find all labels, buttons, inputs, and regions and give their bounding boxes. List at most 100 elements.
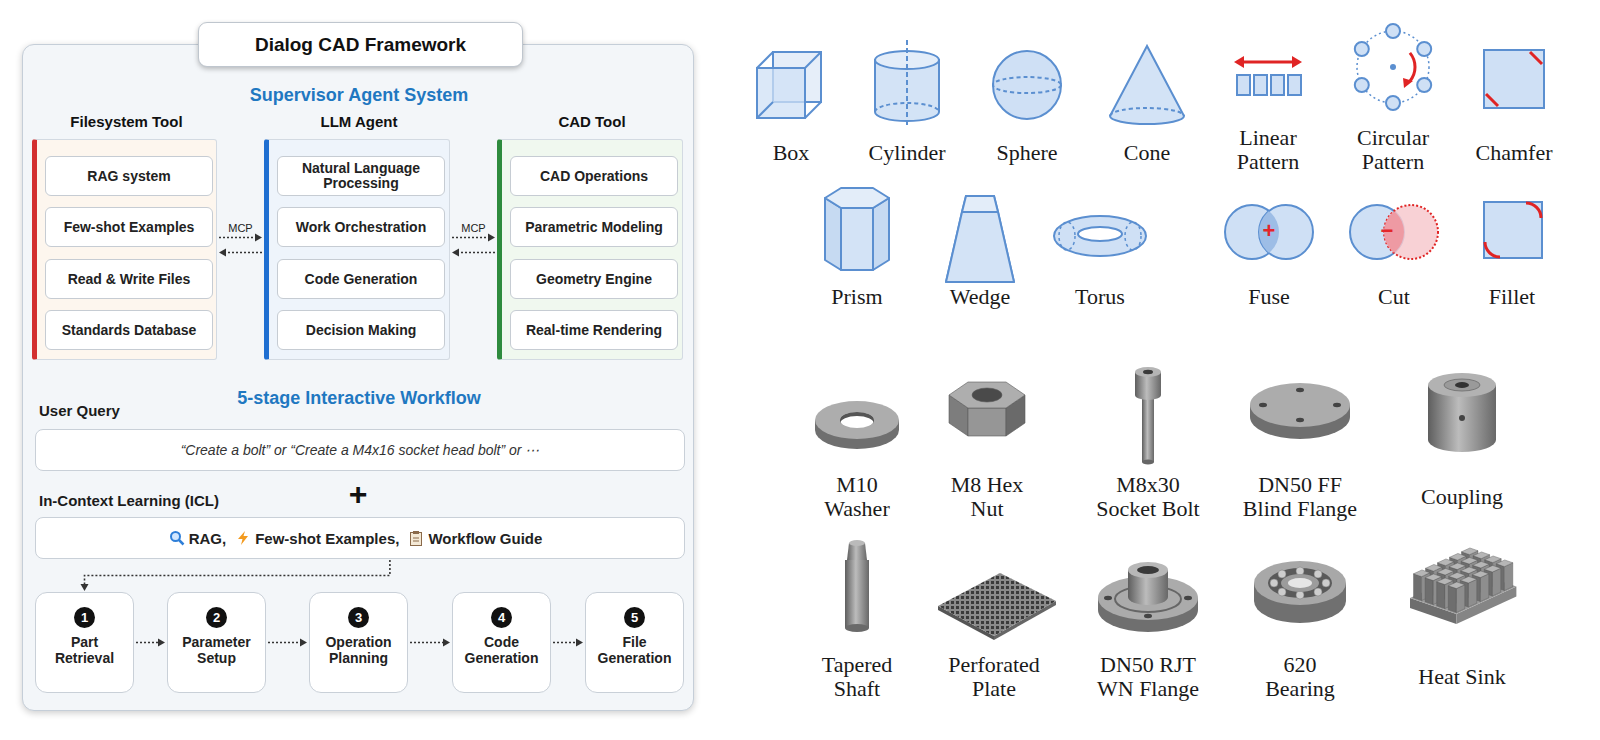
- connector-line: [458, 252, 495, 254]
- section-heading: 5-stage Interactive Workflow: [237, 388, 481, 409]
- tapered-shaft-render: [845, 540, 869, 632]
- arrowhead: [300, 639, 307, 647]
- operation-name: Torus: [1075, 285, 1125, 309]
- fillet-icon-part: [1484, 202, 1542, 258]
- part-name: M10 Washer: [817, 473, 897, 521]
- step-name: Operation Planning: [310, 634, 407, 666]
- operation-name: Box: [773, 141, 810, 165]
- blind-flange-render-part: [1333, 403, 1341, 407]
- connector-line: [452, 237, 489, 239]
- part-name: Perforated Plate: [944, 653, 1044, 701]
- prism-icon-part: [825, 188, 889, 208]
- arrowhead: [219, 249, 226, 257]
- sphere-icon-part: [993, 77, 1061, 93]
- connector: [136, 639, 165, 647]
- chamfer-icon-part: [1486, 94, 1498, 106]
- process-box: Parametric Modeling: [510, 207, 678, 247]
- connector-label: MCP: [226, 222, 254, 234]
- item-label: CAD Operations: [534, 169, 654, 184]
- coupling-render: [1428, 373, 1496, 452]
- wn-flange-render-part: [1104, 596, 1112, 600]
- process-box: Real-time Rendering: [510, 310, 678, 350]
- context-text: Few-shot Examples,: [255, 530, 399, 547]
- wedge-icon-part: [962, 196, 998, 212]
- item-label: Natural Language Processing: [278, 161, 444, 190]
- connector-label: MCP: [459, 222, 487, 234]
- context-icon-part: [413, 541, 419, 542]
- part-name: M8x30 Socket Bolt: [1093, 473, 1203, 521]
- cut-icon: [1350, 205, 1438, 259]
- linear-pattern-icon-part: [1234, 56, 1244, 68]
- fuse-icon: [1225, 205, 1313, 259]
- part-name: M8 Hex Nut: [949, 473, 1025, 521]
- coupling-render-part: [1459, 415, 1465, 421]
- item-label: RAG system: [81, 169, 176, 184]
- plus-sign: +: [349, 478, 368, 510]
- operation-name: Fuse: [1248, 285, 1290, 309]
- section-heading: Supervisor Agent System: [250, 85, 468, 106]
- fuse-icon-part: [1259, 205, 1313, 259]
- context-icon-part: [411, 533, 422, 546]
- group-heading: LLM Agent: [269, 113, 449, 130]
- cone-icon-part: [1110, 108, 1184, 116]
- blind-flange-render-part: [1250, 383, 1350, 427]
- circular-pattern-icon: [1355, 24, 1431, 110]
- stage-box: 2Parameter Setup: [167, 592, 266, 693]
- tapered-shaft-render-part: [845, 624, 869, 632]
- arrowhead: [443, 639, 450, 647]
- cylinder-icon: [875, 40, 939, 127]
- hex-nut-render-part: [972, 388, 1002, 402]
- operation-name: Cut: [1378, 285, 1410, 309]
- prism-icon-part: [825, 198, 841, 270]
- fillet-icon-part: [1485, 242, 1500, 257]
- cone-icon: [1110, 46, 1184, 124]
- tapered-shaft-render-part: [845, 560, 869, 628]
- wn-flange-render-part: [1184, 596, 1192, 600]
- bearing-render-part: [1270, 567, 1330, 599]
- process-box: Standards Database: [45, 310, 213, 350]
- tool-group: CAD ToolCAD OperationsParametric Modelin…: [497, 139, 683, 360]
- wn-flange-render: [1098, 562, 1198, 632]
- blind-flange-render-part: [1259, 403, 1267, 407]
- connector-line: [219, 237, 256, 239]
- linear-pattern-icon-part-part: [1288, 75, 1301, 95]
- connector: [410, 639, 450, 647]
- arrowhead: [255, 234, 262, 242]
- box-icon-part: [805, 52, 821, 68]
- arrowhead: [452, 249, 459, 257]
- connector-line: [225, 252, 262, 254]
- context-item: Few-shot Examples,: [235, 530, 408, 547]
- box-icon-part: [757, 52, 773, 68]
- arrowhead: [488, 234, 495, 242]
- torus-icon-part: [1059, 222, 1075, 250]
- socket-bolt-render-part: [1143, 370, 1153, 374]
- context-icon-part: [413, 531, 419, 534]
- context-icon-part: [179, 540, 184, 545]
- socket-bolt-render-part: [1142, 460, 1154, 465]
- socket-bolt-render-part: [1142, 395, 1154, 462]
- part-name: Tapered Shaft: [817, 653, 897, 701]
- step-number: 4: [491, 607, 512, 628]
- part-name: DN50 FF Blind Flange: [1239, 473, 1361, 521]
- operation-name: Cone: [1124, 141, 1170, 165]
- coupling-render-part: [1444, 379, 1480, 391]
- connector: [268, 639, 307, 647]
- operation-name: Cylinder: [869, 141, 946, 165]
- step-label: In-Context Learning (ICL): [39, 492, 219, 509]
- context-icon: [408, 530, 424, 546]
- stage-box: 3Operation Planning: [309, 592, 408, 693]
- bearing-render-part-part: [1314, 570, 1322, 578]
- connector-line: [85, 560, 390, 585]
- linear-pattern-icon-part-part: [1271, 75, 1284, 95]
- blind-flange-render-part: [1296, 388, 1304, 392]
- process-box: Geometry Engine: [510, 259, 678, 299]
- coupling-render-part: [1428, 373, 1496, 397]
- context-icon: [235, 530, 251, 546]
- operation-name: Prism: [831, 285, 882, 309]
- prism-icon-part: [873, 198, 889, 270]
- heat-sink-render: [1410, 548, 1516, 624]
- item-label: Real-time Rendering: [520, 323, 668, 338]
- wn-flange-render-part: [1128, 562, 1168, 578]
- context-text: Workflow Guide: [428, 530, 542, 547]
- process-box: Natural Language Processing: [277, 156, 445, 196]
